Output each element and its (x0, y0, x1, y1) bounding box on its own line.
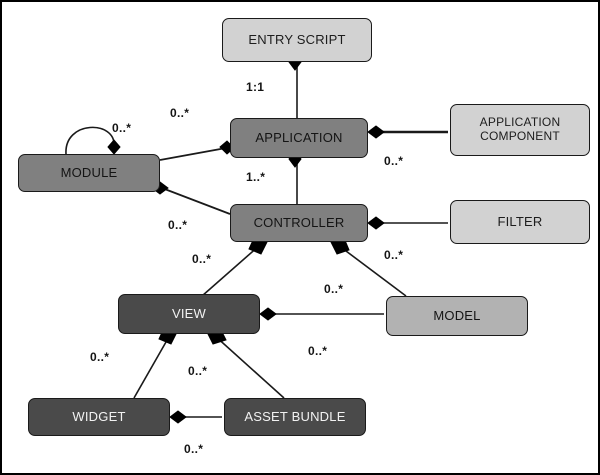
edge-view-to-asset-bundle (213, 334, 285, 399)
diamond-filter (367, 216, 385, 230)
multiplicity-widget-asset-bundle: 0..* (184, 442, 204, 456)
edge-module-to-controller (161, 187, 231, 215)
edge-controller-to-model (337, 244, 407, 297)
multiplicity-module-application: 0..* (170, 106, 190, 120)
node-application-component[interactable]: APPLICATION COMPONENT (450, 104, 590, 156)
node-entry-script[interactable]: ENTRY SCRIPT (222, 18, 372, 62)
edge-module-to-application (159, 147, 227, 161)
node-application[interactable]: APPLICATION (230, 118, 368, 158)
node-filter[interactable]: FILTER (450, 200, 590, 244)
edge-controller-to-view (201, 244, 261, 297)
diamond-view-model (259, 307, 277, 321)
multiplicity-module-self: 0..* (112, 121, 132, 135)
node-widget[interactable]: WIDGET (28, 398, 170, 436)
node-view[interactable]: VIEW (118, 294, 260, 334)
multiplicity-application-controller: 1..* (246, 170, 266, 184)
multiplicity-view-widget: 0..* (90, 350, 110, 364)
diamond-widget-asset-bundle (169, 410, 187, 424)
multiplicity-module-controller: 0..* (168, 218, 188, 232)
multiplicity-application-component-count: 0..* (384, 154, 404, 168)
multiplicity-controller-model: 0..* (324, 282, 344, 296)
edge-module-self-loop (65, 126, 115, 155)
diamond-application-component (367, 125, 385, 139)
multiplicity-view-asset-bundle: 0..* (188, 364, 208, 378)
diamond-module-self (107, 139, 121, 155)
edge-view-to-widget (133, 334, 171, 399)
node-asset-bundle[interactable]: ASSET BUNDLE (224, 398, 366, 436)
node-model[interactable]: MODEL (386, 296, 528, 336)
node-controller[interactable]: CONTROLLER (230, 204, 368, 242)
multiplicity-controller-view: 0..* (192, 252, 212, 266)
multiplicity-filter-count: 0..* (384, 248, 404, 262)
node-module[interactable]: MODULE (18, 154, 160, 192)
multiplicity-entry-script-application: 1:1 (246, 80, 265, 94)
multiplicity-view-model: 0..* (308, 344, 328, 358)
